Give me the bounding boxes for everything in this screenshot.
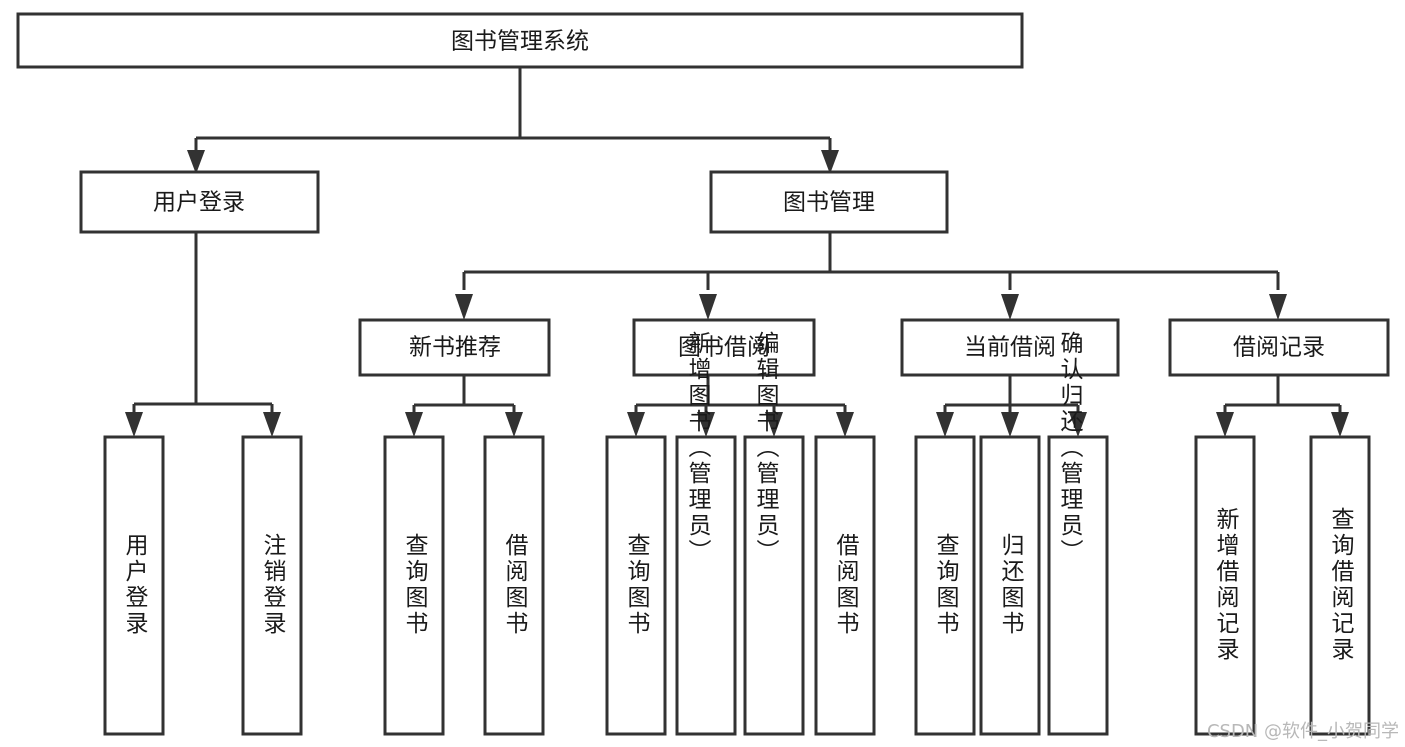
node-new-book-recommend[interactable]: 新书推荐 bbox=[358, 318, 551, 377]
arrow-head-leaf-query-book-1 bbox=[405, 412, 423, 437]
node-leaf-add-book[interactable]: 新增图书（管理员） bbox=[675, 331, 737, 736]
node-user-login[interactable]: 用户登录 bbox=[79, 170, 320, 234]
arrow-head-leaf-add-borrow-record bbox=[1216, 412, 1234, 437]
arrow-head-leaf-user-login bbox=[125, 412, 143, 437]
node-leaf-logout-box bbox=[241, 435, 303, 736]
connector-new-book-recommend-to-leaves bbox=[412, 375, 516, 418]
node-leaf-query-book-3-label: 查询图书 bbox=[932, 533, 960, 637]
arrow-head-leaf-add-book bbox=[697, 412, 715, 437]
node-leaf-query-book-3[interactable]: 查询图书 bbox=[914, 435, 976, 736]
node-leaf-add-book-label: 新增图书（管理员） bbox=[684, 331, 712, 565]
connector-current-borrow-to-leaves bbox=[943, 375, 1080, 418]
connector-book-management-to-level3-bus bbox=[462, 232, 1280, 290]
node-leaf-edit-book-label: 编辑图书（管理员） bbox=[752, 331, 780, 565]
arrow-head-borrow-record bbox=[1269, 294, 1287, 320]
node-user-login-box bbox=[79, 170, 320, 234]
node-book-management-box bbox=[709, 170, 949, 234]
node-new-book-recommend-label: 新书推荐 bbox=[409, 335, 501, 361]
arrow-head-leaf-edit-book bbox=[765, 412, 783, 437]
node-leaf-logout[interactable]: 注销登录 bbox=[241, 435, 303, 736]
arrow-head-user-login bbox=[187, 150, 205, 174]
node-leaf-query-book-2-box bbox=[605, 435, 667, 736]
node-current-borrow-box bbox=[900, 318, 1120, 377]
node-leaf-query-book-2-label: 查询图书 bbox=[623, 533, 651, 637]
arrow-head-leaf-query-borrow-record bbox=[1331, 412, 1349, 437]
arrow-head-leaf-return-book bbox=[1001, 412, 1019, 437]
arrow-head-current-borrow bbox=[1001, 294, 1019, 320]
node-leaf-return-book-box bbox=[979, 435, 1041, 736]
connector-root-to-level2-bus bbox=[194, 67, 832, 160]
connector-layer bbox=[125, 67, 1349, 437]
node-leaf-return-book-label: 归还图书 bbox=[997, 533, 1025, 637]
node-book-management[interactable]: 图书管理 bbox=[709, 170, 949, 234]
node-book-management-label: 图书管理 bbox=[783, 190, 875, 216]
node-leaf-borrow-book-1-label: 借阅图书 bbox=[501, 533, 529, 637]
node-leaf-query-book-3-box bbox=[914, 435, 976, 736]
arrow-head-leaf-borrow-book-2 bbox=[836, 412, 854, 437]
node-leaf-confirm-return-box bbox=[1047, 435, 1109, 736]
node-leaf-add-book-box bbox=[675, 435, 737, 736]
node-root-box bbox=[16, 12, 1024, 69]
node-leaf-borrow-book-2[interactable]: 借阅图书 bbox=[814, 435, 876, 736]
node-leaf-query-borrow-record-label: 查询借阅记录 bbox=[1327, 507, 1355, 663]
node-leaf-borrow-book-2-label: 借阅图书 bbox=[832, 533, 860, 637]
node-leaf-edit-book-box bbox=[743, 435, 805, 736]
connector-borrow-record-to-leaves bbox=[1223, 375, 1342, 418]
connector-user-login-to-leaves bbox=[132, 232, 274, 420]
node-leaf-query-borrow-record[interactable]: 查询借阅记录 bbox=[1309, 435, 1371, 736]
node-leaf-user-login-box bbox=[103, 435, 165, 736]
node-leaf-query-book-1-label: 查询图书 bbox=[401, 533, 429, 637]
node-leaf-add-borrow-record[interactable]: 新增借阅记录 bbox=[1194, 435, 1256, 736]
node-leaf-query-borrow-record-box bbox=[1309, 435, 1371, 736]
node-leaf-logout-label: 注销登录 bbox=[259, 533, 287, 637]
arrow-head-leaf-borrow-book-1 bbox=[505, 412, 523, 437]
node-book-borrow[interactable]: 图书借阅 bbox=[632, 318, 816, 377]
node-leaf-add-borrow-record-label: 新增借阅记录 bbox=[1212, 507, 1240, 663]
node-root[interactable]: 图书管理系统 bbox=[16, 12, 1024, 69]
node-leaf-borrow-book-1[interactable]: 借阅图书 bbox=[483, 435, 545, 736]
node-leaf-confirm-return[interactable]: 确认归还（管理员） bbox=[1047, 331, 1109, 736]
arrow-head-book-borrow bbox=[699, 294, 717, 320]
node-book-borrow-box bbox=[632, 318, 816, 377]
node-leaf-borrow-book-1-box bbox=[483, 435, 545, 736]
arrow-head-leaf-logout bbox=[263, 412, 281, 437]
node-leaf-add-borrow-record-box bbox=[1194, 435, 1256, 736]
node-leaf-borrow-book-2-box bbox=[814, 435, 876, 736]
node-leaf-return-book[interactable]: 归还图书 bbox=[979, 435, 1041, 736]
node-leaf-query-book-1[interactable]: 查询图书 bbox=[383, 435, 445, 736]
node-current-borrow-label: 当前借阅 bbox=[964, 335, 1056, 361]
node-leaf-query-book-1-box bbox=[383, 435, 445, 736]
node-current-borrow[interactable]: 当前借阅 bbox=[900, 318, 1120, 377]
connector-book-borrow-to-leaves bbox=[634, 375, 847, 418]
arrow-head-leaf-query-book-2 bbox=[627, 412, 645, 437]
node-borrow-record[interactable]: 借阅记录 bbox=[1168, 318, 1390, 377]
node-leaf-edit-book[interactable]: 编辑图书（管理员） bbox=[743, 331, 805, 736]
node-borrow-record-label: 借阅记录 bbox=[1233, 335, 1325, 361]
node-leaf-confirm-return-label: 确认归还（管理员） bbox=[1056, 331, 1084, 565]
arrow-head-new-book-recommend bbox=[455, 294, 473, 320]
node-book-borrow-label: 图书借阅 bbox=[678, 335, 770, 361]
node-leaf-query-book-2[interactable]: 查询图书 bbox=[605, 435, 667, 736]
node-user-login-label: 用户登录 bbox=[153, 190, 245, 216]
node-root-label: 图书管理系统 bbox=[451, 29, 589, 55]
node-new-book-recommend-box bbox=[358, 318, 551, 377]
arrow-head-leaf-query-book-3 bbox=[936, 412, 954, 437]
node-borrow-record-box bbox=[1168, 318, 1390, 377]
arrow-head-leaf-confirm-return bbox=[1069, 412, 1087, 437]
arrow-head-book-management bbox=[821, 150, 839, 174]
node-leaf-user-login[interactable]: 用户登录 bbox=[103, 435, 165, 736]
node-leaf-user-login-label: 用户登录 bbox=[121, 533, 149, 637]
